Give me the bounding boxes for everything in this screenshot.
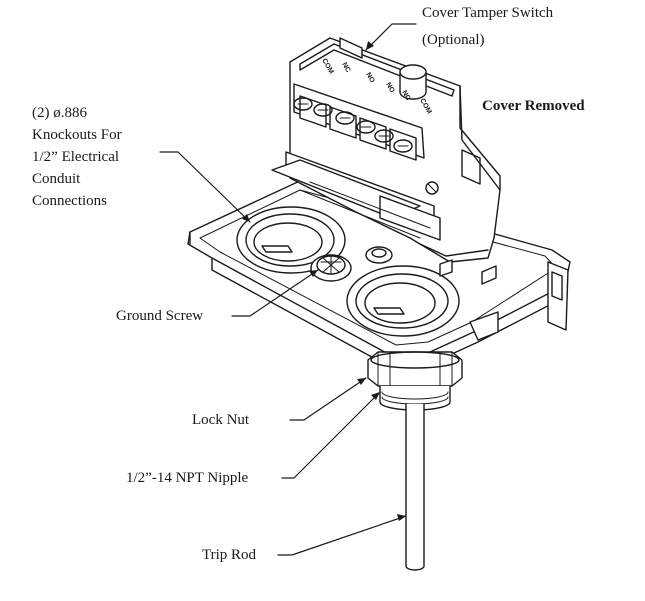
leader-nipple bbox=[281, 391, 381, 479]
arrow-nipple bbox=[371, 392, 380, 400]
lock-nut-label: Lock Nut bbox=[192, 412, 250, 428]
terminal-mark: NO bbox=[384, 82, 396, 95]
tamper-switch-post bbox=[339, 37, 427, 100]
arrow-ground-screw bbox=[309, 270, 318, 277]
arrow-knockouts bbox=[242, 214, 250, 222]
knockout-right bbox=[346, 265, 460, 337]
leader-cover-tamper bbox=[365, 23, 417, 51]
center-bolt bbox=[365, 246, 393, 264]
cover-removed-label: Cover Removed bbox=[482, 98, 585, 114]
terminal-mark: NC bbox=[400, 90, 411, 102]
trip-rod bbox=[405, 403, 425, 571]
knockouts-label-line: Conduit bbox=[32, 171, 81, 187]
nipple-label: 1/2”-14 NPT Nipple bbox=[126, 470, 249, 486]
terminal-mark: NC bbox=[340, 62, 351, 74]
knockout-left bbox=[236, 206, 346, 274]
knockouts-label-line: Connections bbox=[32, 193, 107, 209]
terminal-mark: NO bbox=[364, 72, 376, 85]
ground-screw-label: Ground Screw bbox=[116, 308, 204, 324]
ground-screw bbox=[310, 254, 352, 282]
knockouts-label-line: 1/2” Electrical bbox=[32, 149, 120, 165]
leader-lock-nut bbox=[289, 377, 367, 421]
terminal-block bbox=[271, 37, 501, 285]
leader-trip-rod bbox=[277, 515, 407, 556]
leader-knockouts bbox=[159, 151, 251, 223]
arrow-trip-rod bbox=[397, 514, 406, 521]
lock-nut bbox=[367, 351, 463, 387]
knockouts-label: (2) ø.886 Knockouts For 1/2” Electrical … bbox=[32, 102, 122, 212]
knockouts-label-line: (2) ø.886 bbox=[32, 105, 87, 121]
leader-ground-screw bbox=[231, 269, 319, 317]
arrow-lock-nut bbox=[357, 378, 366, 385]
knockouts-label-line: Knockouts For bbox=[32, 127, 122, 143]
cover-tamper-optional-label: (Optional) bbox=[422, 32, 485, 48]
arrow-cover-tamper bbox=[366, 41, 374, 50]
cover-tamper-switch-label: Cover Tamper Switch bbox=[422, 5, 554, 21]
trip-rod-label: Trip Rod bbox=[202, 547, 257, 563]
